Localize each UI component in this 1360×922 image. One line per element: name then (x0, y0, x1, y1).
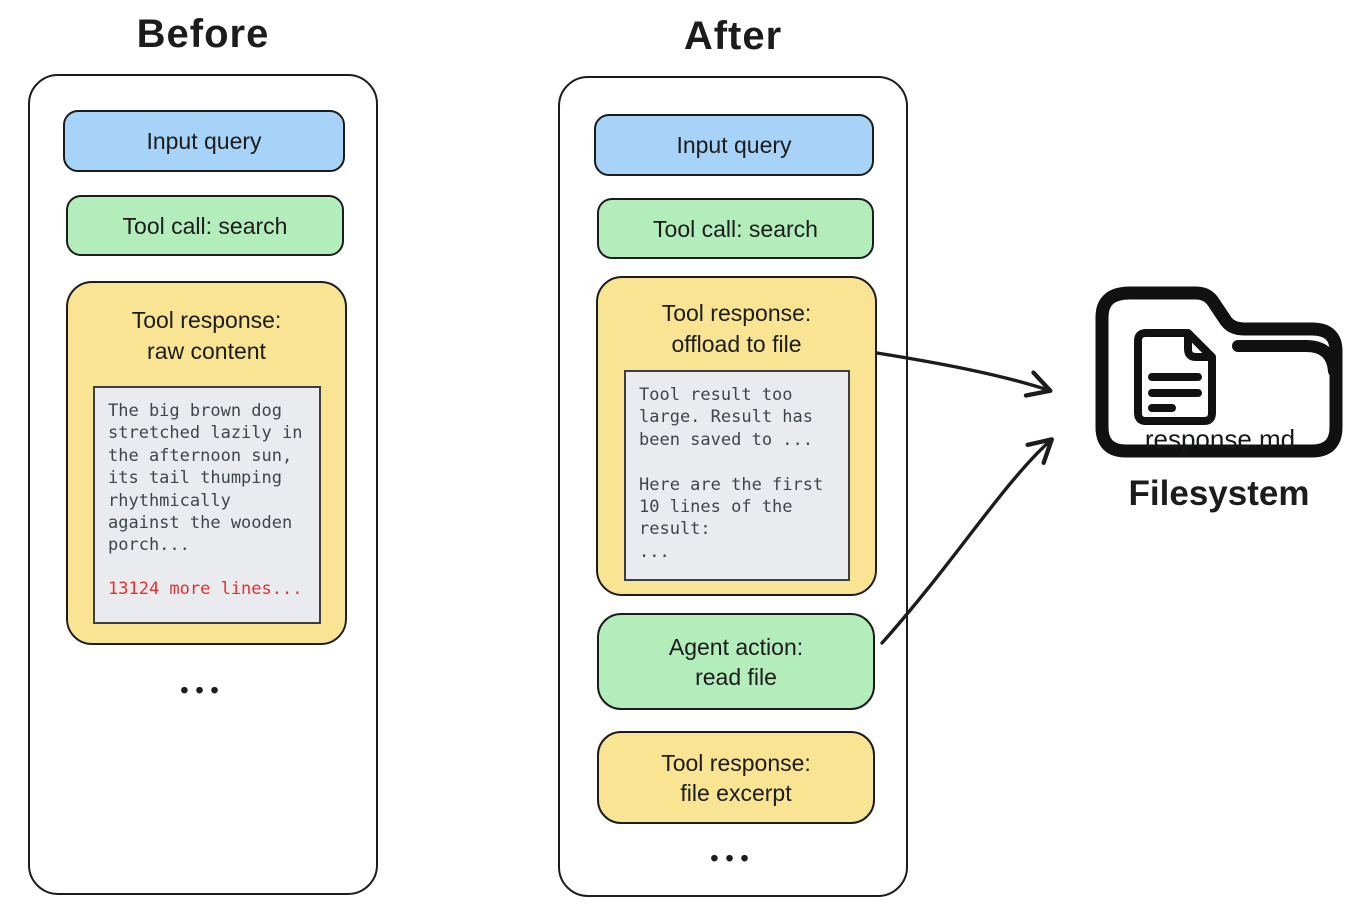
after-tool-call-box: Tool call: search (597, 198, 874, 259)
file-name-label: response.md (1144, 424, 1296, 454)
after-offload-panel: Tool result too large. Result has been s… (624, 370, 850, 581)
filesystem-caption: Filesystem (1128, 474, 1310, 513)
before-raw-content-text: The big brown dog stretched lazily in th… (108, 401, 303, 556)
before-raw-content-panel: The big brown dog stretched lazily in th… (93, 386, 321, 624)
before-ellipsis: ••• (180, 677, 226, 703)
after-file-excerpt-box: Tool response: file excerpt (597, 731, 875, 824)
after-agent-action-box: Agent action: read file (597, 613, 875, 710)
document-icon (1134, 329, 1216, 425)
before-tool-call-box: Tool call: search (66, 195, 344, 256)
before-tool-response-title: Tool response: raw content (131, 307, 282, 364)
before-input-query-box: Input query (63, 110, 345, 172)
after-title: After (683, 14, 783, 58)
before-title: Before (136, 12, 270, 56)
after-panel: Input query Tool call: search Tool respo… (558, 76, 908, 897)
before-panel: Input query Tool call: search Tool respo… (28, 74, 378, 895)
after-offload-title: Tool response: offload to file (661, 300, 812, 357)
before-tool-response-box: Tool response: raw content The big brown… (66, 281, 347, 645)
after-offload-box: Tool response: offload to file Tool resu… (596, 276, 877, 596)
after-input-query-box: Input query (594, 114, 874, 176)
before-more-lines-text: 13124 more lines... (108, 578, 303, 599)
after-offload-text: Tool result too large. Result has been s… (639, 385, 824, 562)
after-ellipsis: ••• (710, 845, 756, 871)
